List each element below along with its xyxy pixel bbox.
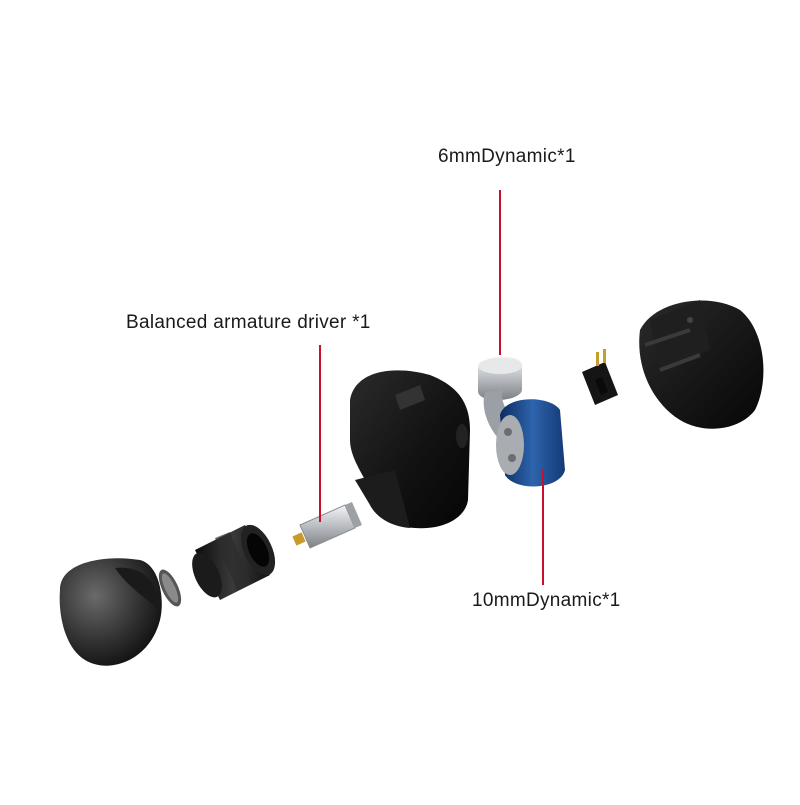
nozzle bbox=[192, 524, 276, 600]
callout-balanced-armature: Balanced armature driver *1 bbox=[126, 312, 371, 333]
connector-socket bbox=[582, 349, 618, 405]
filter-disc bbox=[158, 569, 182, 607]
callout-6mm-dynamic: 6mmDynamic*1 bbox=[438, 146, 576, 167]
shell-body bbox=[350, 370, 470, 529]
dynamic-driver-10mm bbox=[496, 399, 565, 487]
ear-tip bbox=[59, 558, 162, 666]
callout-10mm-dynamic: 10mmDynamic*1 bbox=[472, 590, 621, 611]
balanced-armature-driver bbox=[292, 502, 362, 549]
face-plate bbox=[639, 300, 764, 429]
